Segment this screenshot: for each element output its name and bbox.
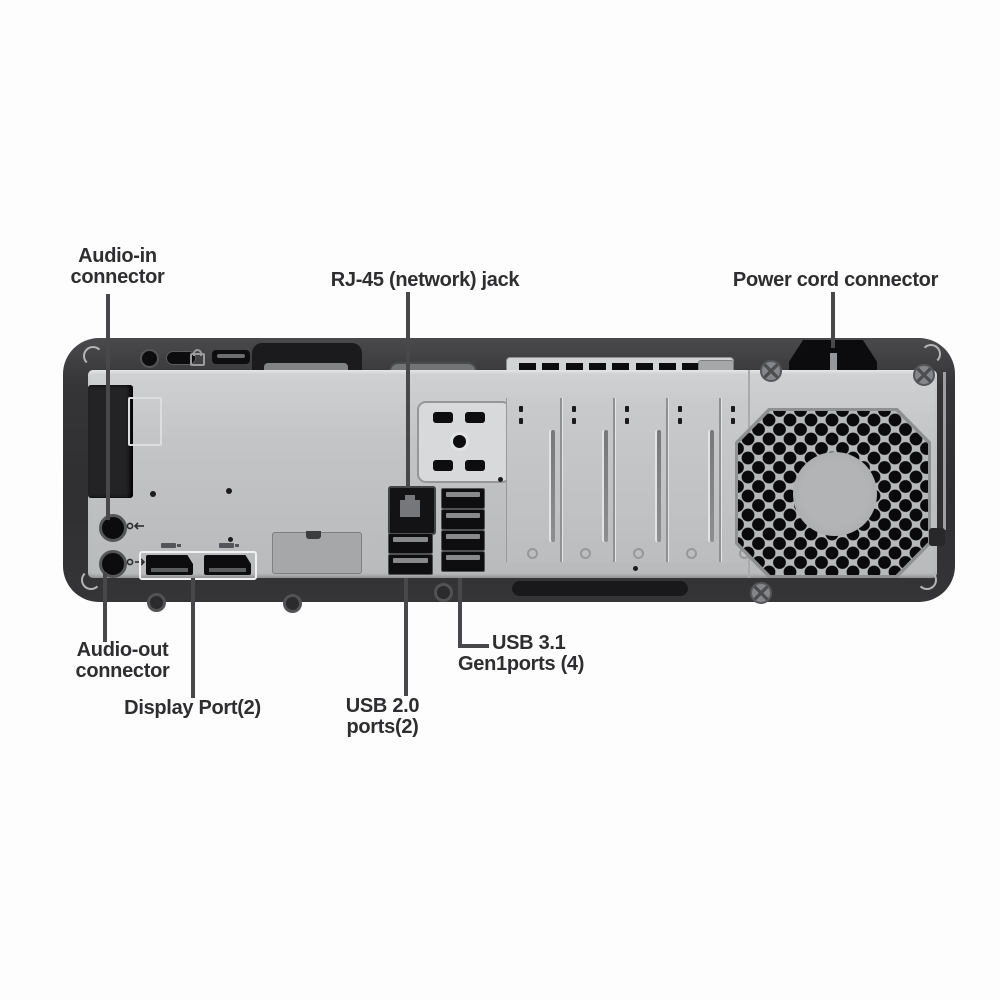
display-port-2 <box>204 555 251 575</box>
fan-hub <box>793 452 877 536</box>
cover-vent <box>551 430 555 542</box>
usb-c-port <box>166 351 196 365</box>
slot-separator <box>613 398 615 562</box>
torx-screw <box>760 360 782 382</box>
leader-power <box>831 292 835 348</box>
cover-dot <box>519 406 523 412</box>
cover-dot <box>678 418 682 424</box>
cover-vent <box>710 430 714 542</box>
cover-hole <box>527 548 538 559</box>
cover-hole <box>633 548 644 559</box>
slot-separator <box>560 398 562 562</box>
left-outline <box>128 397 162 446</box>
label-audio-in: Audio-in connector <box>40 246 195 288</box>
audio-line-in-icon <box>126 522 144 530</box>
padlock-icon <box>190 349 205 366</box>
display-port-1 <box>146 555 193 575</box>
bracket-slot <box>612 363 630 372</box>
psu-fan-grille <box>735 408 931 578</box>
label-power: Power cord connector <box>732 269 939 291</box>
serial-knockout <box>272 531 362 574</box>
label-rj45: RJ-45 (network) jack <box>330 269 520 291</box>
cover-dot <box>572 418 576 424</box>
ring-screw <box>147 593 166 612</box>
screw-hole <box>498 477 503 482</box>
leader-audio-in <box>106 294 110 520</box>
corner-mark-icon <box>83 346 103 366</box>
label-usb20: USB 2.0 ports(2) <box>345 695 420 738</box>
cover-dot <box>731 406 735 412</box>
rj45-jack <box>388 486 436 535</box>
bracket-slot <box>565 363 583 372</box>
cover-dot <box>625 406 629 412</box>
bracket-slot <box>682 363 700 372</box>
cover-dot <box>572 406 576 412</box>
bracket-slot <box>588 363 606 372</box>
screw-hole <box>150 491 156 497</box>
bracket-slot <box>658 363 676 372</box>
cover-dot <box>731 418 735 424</box>
slot-separator <box>719 398 721 562</box>
cable-lock-slot <box>929 528 945 546</box>
bottom-vent-slot <box>512 581 688 596</box>
display-port-frame <box>139 551 257 580</box>
audio-in-connector <box>99 514 127 542</box>
corner-mark-icon <box>917 570 937 590</box>
expansion-slot-covers <box>506 398 749 562</box>
leader-usb31-vertical <box>458 578 462 648</box>
usb20-port-2 <box>388 554 433 575</box>
screw-hole <box>633 566 638 571</box>
bracket-slot <box>635 363 653 372</box>
usb31-port-2 <box>441 509 485 530</box>
usb31-port-1 <box>441 488 485 509</box>
usb20-port-1 <box>388 533 433 554</box>
screw-hole <box>226 488 232 494</box>
ring-screw <box>283 594 302 613</box>
cover-dot <box>678 406 682 412</box>
leader-display-port <box>191 578 195 698</box>
left-bracket <box>88 385 133 498</box>
label-usb31: USB 3.1 Gen1ports (4) <box>458 632 585 675</box>
cover-hole <box>686 548 697 559</box>
top-audio-jack <box>140 349 159 368</box>
label-audio-out: Audio-out connector <box>75 639 170 682</box>
thin-connector <box>212 350 250 364</box>
slot-separator <box>666 398 668 562</box>
leader-rj45 <box>406 292 410 488</box>
label-audio-in-line1: Audio-in <box>78 245 157 267</box>
torx-screw <box>913 364 935 386</box>
option-port-knockout <box>417 401 511 483</box>
displayport-icon <box>219 543 239 548</box>
corner-mark-icon <box>81 570 101 590</box>
label-audio-in-line2: connector <box>70 266 165 288</box>
right-edge-line <box>943 372 946 530</box>
leader-audio-out <box>103 572 107 642</box>
cover-vent <box>657 430 661 542</box>
usb31-port-4 <box>441 551 485 572</box>
leader-usb20 <box>404 578 408 696</box>
corner-mark-icon <box>921 344 941 364</box>
label-display-port: Display Port(2) <box>124 697 261 719</box>
bracket-slot <box>542 363 560 372</box>
io-panel <box>88 370 937 580</box>
bracket-slot <box>519 363 536 372</box>
cover-dot <box>519 418 523 424</box>
screw-hole <box>228 537 233 542</box>
displayport-icon <box>161 543 181 548</box>
cover-hole <box>580 548 591 559</box>
torx-screw <box>750 582 772 604</box>
leader-usb31-horizontal <box>458 644 489 648</box>
ring-screw <box>434 583 453 602</box>
cover-vent <box>604 430 608 542</box>
chassis <box>63 338 955 613</box>
usb31-port-3 <box>441 530 485 551</box>
cover-dot <box>625 418 629 424</box>
